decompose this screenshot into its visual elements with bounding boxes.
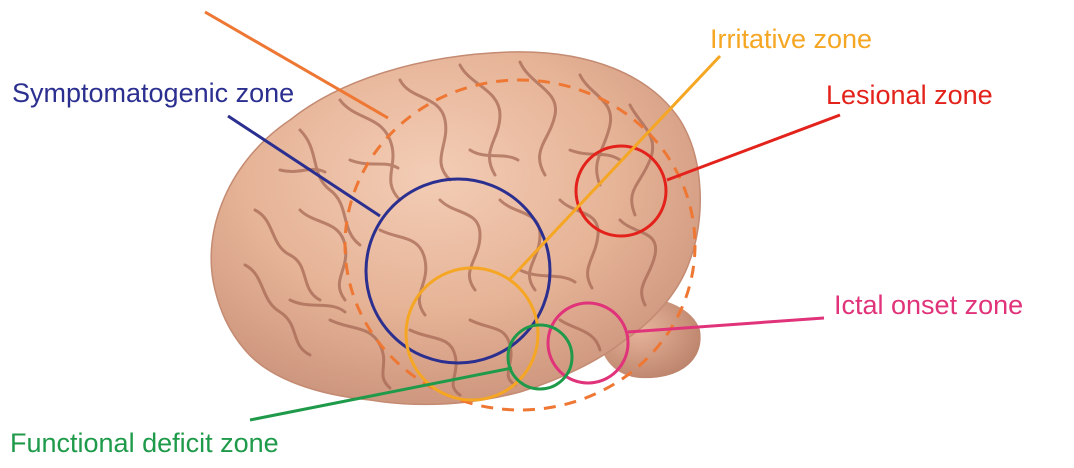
ictal-onset-zone-label: Ictal onset zone <box>834 292 1023 319</box>
functional-deficit-zone-label: Functional deficit zone <box>10 430 279 457</box>
symptomatogenic-zone-label: Symptomatogenic zone <box>12 80 294 107</box>
irritative-zone-label: Irritative zone <box>710 26 872 53</box>
lesional-zone-label: Lesional zone <box>826 82 993 109</box>
